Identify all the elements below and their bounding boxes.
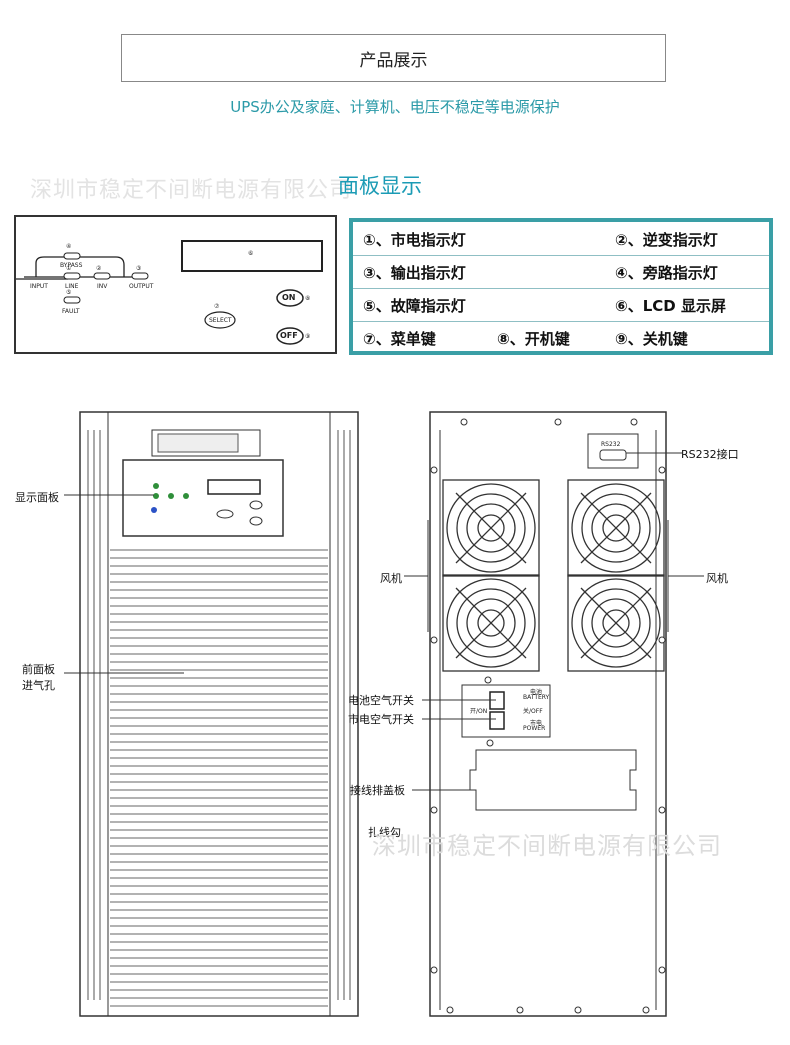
output-label: OUTPUT (129, 283, 154, 290)
vent-leader (64, 672, 184, 674)
rs232-leader (626, 452, 682, 454)
legend-table: ①、市电指示灯 ②、逆变指示灯 ③、输出指示灯 ④、旁路指示灯 ⑤、故障指示灯 … (349, 218, 773, 355)
display-panel-label: 显示面板 (15, 491, 59, 504)
legend-row: ①、市电指示灯 ②、逆变指示灯 (353, 222, 769, 256)
legend-item: ⑥、LCD 显示屏 (615, 297, 726, 315)
panel-section-title: 面板显示 (338, 174, 422, 198)
num-9: ⑨ (305, 333, 311, 340)
battery-breaker-label: 电池空气开关 (348, 694, 414, 707)
num-2: ② (96, 265, 102, 272)
num-3: ③ (136, 265, 142, 272)
num-1: ① (66, 265, 72, 272)
on-tag: 开/ON (470, 708, 488, 715)
fault-label: FAULT (62, 308, 80, 315)
battery-tag-cn: 电池 (530, 689, 543, 696)
page-title: 产品展示 (359, 50, 428, 71)
input-label: INPUT (30, 283, 48, 290)
num-6: ⑥ (248, 250, 254, 257)
legend-item: ②、逆变指示灯 (615, 231, 718, 249)
line-label: LINE (65, 283, 79, 290)
fan-right-label: 风机 (706, 572, 728, 585)
page-subtitle: UPS办公及家庭、计算机、电压不稳定等电源保护 (230, 98, 560, 116)
legend-item: ⑨、关机键 (615, 330, 688, 348)
watermark-bottom: 深圳市稳定不间断电源有限公司 (372, 832, 722, 860)
panel-lines (16, 240, 323, 345)
legend-item: ⑧、开机键 (497, 330, 570, 348)
page-title-box: 产品展示 (121, 34, 666, 82)
mains-breaker-label: 市电空气开关 (348, 713, 414, 726)
fan-left-leader (404, 520, 429, 632)
cable-hook-label: 扎线勾 (368, 826, 401, 839)
legend-item: ⑦、菜单键 (363, 330, 436, 348)
legend-item: ③、输出指示灯 (363, 264, 466, 282)
inv-label: INV (97, 283, 108, 290)
rs232-interface-label: RS232接口 (681, 448, 739, 461)
terminal-cover-leader (412, 789, 472, 791)
watermark-top: 深圳市稳定不间断电源有限公司 (30, 178, 353, 203)
num-4: ④ (66, 243, 72, 250)
legend-item: ①、市电指示灯 (363, 231, 466, 249)
select-key[interactable]: SELECT (209, 317, 232, 324)
power-tag-cn: 市电 (530, 720, 543, 727)
num-7: ⑦ (214, 303, 220, 310)
on-key[interactable]: ON (282, 293, 296, 302)
ups-front-view (79, 411, 359, 1017)
legend-row: ⑦、菜单键 ⑧、开机键 ⑨、关机键 (353, 321, 769, 351)
fan-right-leader (667, 520, 704, 632)
legend-row: ③、输出指示灯 ④、旁路指示灯 (353, 255, 769, 289)
off-key[interactable]: OFF (280, 331, 298, 340)
battery-breaker-leader (422, 699, 496, 701)
legend-item: ④、旁路指示灯 (615, 264, 718, 282)
terminal-cover-label: 接线排盖板 (350, 784, 405, 797)
legend-item: ⑤、故障指示灯 (363, 297, 466, 315)
control-panel-diagram: ④ BYPASS ① ② ③ INPUT LINE INV OUTPUT ⑤ F… (14, 215, 337, 354)
bypass-label: BYPASS (60, 262, 83, 269)
legend-row: ⑤、故障指示灯 ⑥、LCD 显示屏 (353, 288, 769, 322)
ups-rear-view (429, 411, 667, 1017)
mains-breaker-leader (422, 718, 496, 720)
num-8: ⑧ (305, 295, 311, 302)
off-tag: 关/OFF (523, 708, 543, 715)
front-vent-label-1: 前面板 (22, 663, 55, 676)
display-panel-leader (64, 494, 154, 496)
front-vent-label-2: 进气孔 (22, 679, 55, 692)
power-tag-en: POWER (523, 725, 546, 732)
fan-left-label: 风机 (380, 572, 402, 585)
rs232-port-label: RS232 (601, 441, 621, 448)
battery-tag-en: BATTERY (523, 694, 550, 701)
num-5: ⑤ (66, 289, 72, 296)
